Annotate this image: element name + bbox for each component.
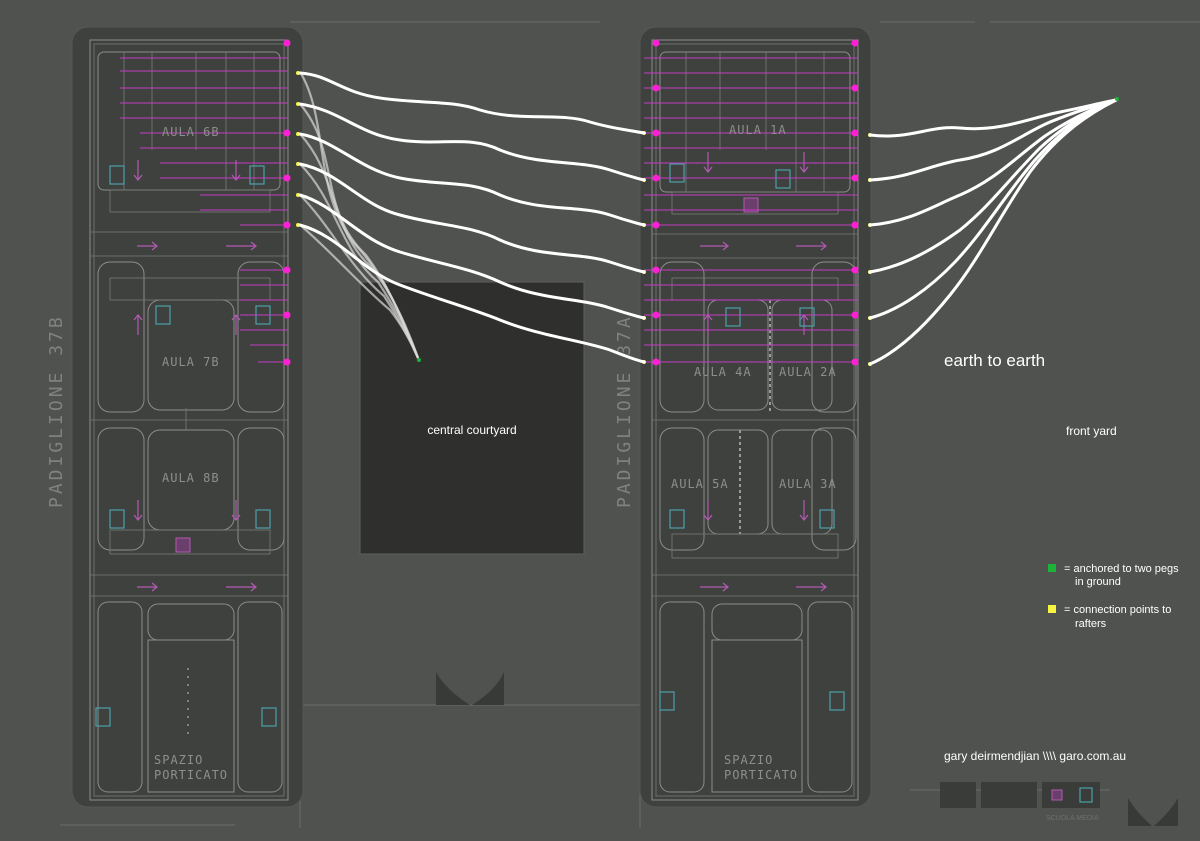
rafter-nodes-a	[652, 39, 859, 366]
rafters-a	[644, 57, 858, 363]
threads-left-to-courtyard	[299, 71, 421, 362]
threads-to-front-yard	[868, 97, 1119, 366]
legend-connection-swatch	[1048, 605, 1056, 613]
credit-text: gary deirmendjian \\\\ garo.com.au	[944, 749, 1126, 763]
front-yard-label: front yard	[1066, 424, 1117, 438]
room-label-aula-6b: AULA 6B	[162, 125, 220, 139]
central-courtyard-label: central courtyard	[427, 423, 516, 437]
legend-connection-text-2: rafters	[1075, 618, 1107, 630]
first-aid-icon	[175, 537, 191, 553]
logo-mark-corner	[1128, 798, 1178, 826]
room-label-aula-8b: AULA 8B	[162, 471, 220, 485]
extinguisher-icons-a	[659, 163, 845, 711]
rafter-nodes-b	[283, 39, 291, 366]
rafters-b	[120, 57, 288, 363]
first-aid-icon-a	[743, 197, 759, 213]
circulation-arrows-a	[700, 152, 827, 592]
legend-anchor-swatch	[1048, 564, 1056, 572]
title-block: SCUOLA MEDIA	[940, 782, 1100, 822]
threads-between-pavilions	[298, 71, 646, 364]
central-courtyard	[359, 281, 585, 555]
room-label-aula-7b: AULA 7B	[162, 355, 220, 369]
anchor-peg-front-yard	[1115, 97, 1119, 101]
anchor-peg-courtyard	[417, 358, 421, 362]
pavilion-37a: AULA 1A AULA 4A AULA 2A AULA 5A AULA 3A …	[614, 26, 872, 808]
room-label-porticato-b: PORTICATO	[154, 768, 228, 782]
logo-mark-center	[436, 672, 504, 705]
legend-anchor-text: = anchored to two pegs	[1064, 563, 1179, 575]
room-label-spazio-b: SPAZIO	[154, 753, 203, 767]
legend-anchor-text-2: in ground	[1075, 576, 1121, 588]
pavilion-37b-label: PADIGLIONE 37B	[46, 314, 67, 508]
room-label-aula-4a: AULA 4A	[694, 365, 752, 379]
room-label-porticato-a: PORTICATO	[724, 768, 798, 782]
room-label-aula-5a: AULA 5A	[671, 477, 729, 491]
legend-connection-text: = connection points to	[1064, 604, 1171, 616]
title-block-stamp: SCUOLA MEDIA	[1046, 815, 1099, 822]
room-label-spazio-a: SPAZIO	[724, 753, 773, 767]
pavilion-37b: AULA 6B AULA 7B AULA 8B SPAZIO PORTICATO…	[46, 26, 304, 808]
legend: = anchored to two pegs in ground = conne…	[1048, 563, 1179, 630]
room-label-aula-1a: AULA 1A	[729, 123, 787, 137]
room-label-aula-3a: AULA 3A	[779, 477, 837, 491]
artwork-title: earth to earth	[944, 351, 1045, 370]
pavilion-37a-label: PADIGLIONE 37A	[614, 314, 635, 508]
room-label-aula-2a: AULA 2A	[779, 365, 837, 379]
